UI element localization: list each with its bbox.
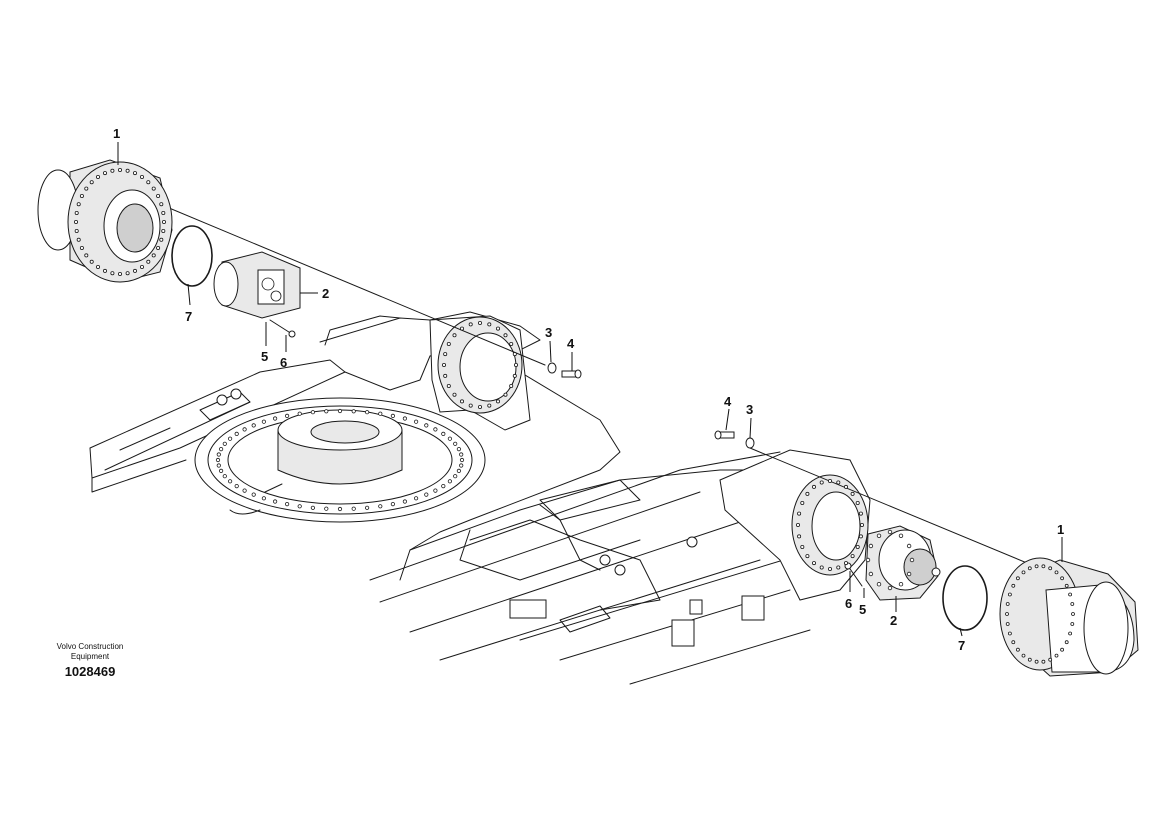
brand-caption: Volvo Construction Equipment xyxy=(40,642,140,662)
callout-6-right: 6 xyxy=(845,596,852,611)
callout-5-left: 5 xyxy=(261,349,268,364)
callout-4-left: 4 xyxy=(567,336,575,351)
callout-3-right: 3 xyxy=(746,402,753,417)
callouts: 1 2 7 5 6 3 4 4 3 1 2 6 5 7 xyxy=(113,126,1064,653)
left-housing-bolt-holes xyxy=(74,167,166,276)
undercarriage-frame xyxy=(89,311,871,685)
callout-3-left: 3 xyxy=(545,325,552,340)
brand-line-1: Volvo Construction xyxy=(56,642,124,651)
document-number: 1028469 xyxy=(64,664,116,679)
callout-1-left: 1 xyxy=(113,126,120,141)
callout-4-right: 4 xyxy=(724,394,732,409)
brand-line-2: Equipment xyxy=(70,652,110,661)
right-upright-bolt-holes xyxy=(796,478,865,572)
left-final-drive-assembly xyxy=(37,159,582,379)
slew-ring-bolt-holes xyxy=(215,408,465,512)
callout-2-left: 2 xyxy=(322,286,329,301)
callout-6-left: 6 xyxy=(280,355,287,370)
callout-7-right: 7 xyxy=(958,638,965,653)
right-housing-bolt-holes xyxy=(1005,564,1075,664)
callout-7-left: 7 xyxy=(185,309,192,324)
right-motor-bolt-holes xyxy=(865,529,915,591)
left-upright-bolt-holes xyxy=(441,320,519,409)
callout-5-right: 5 xyxy=(859,602,866,617)
right-final-drive-assembly xyxy=(714,430,1139,677)
callout-1-right: 1 xyxy=(1057,522,1064,537)
callout-2-right: 2 xyxy=(890,613,897,628)
